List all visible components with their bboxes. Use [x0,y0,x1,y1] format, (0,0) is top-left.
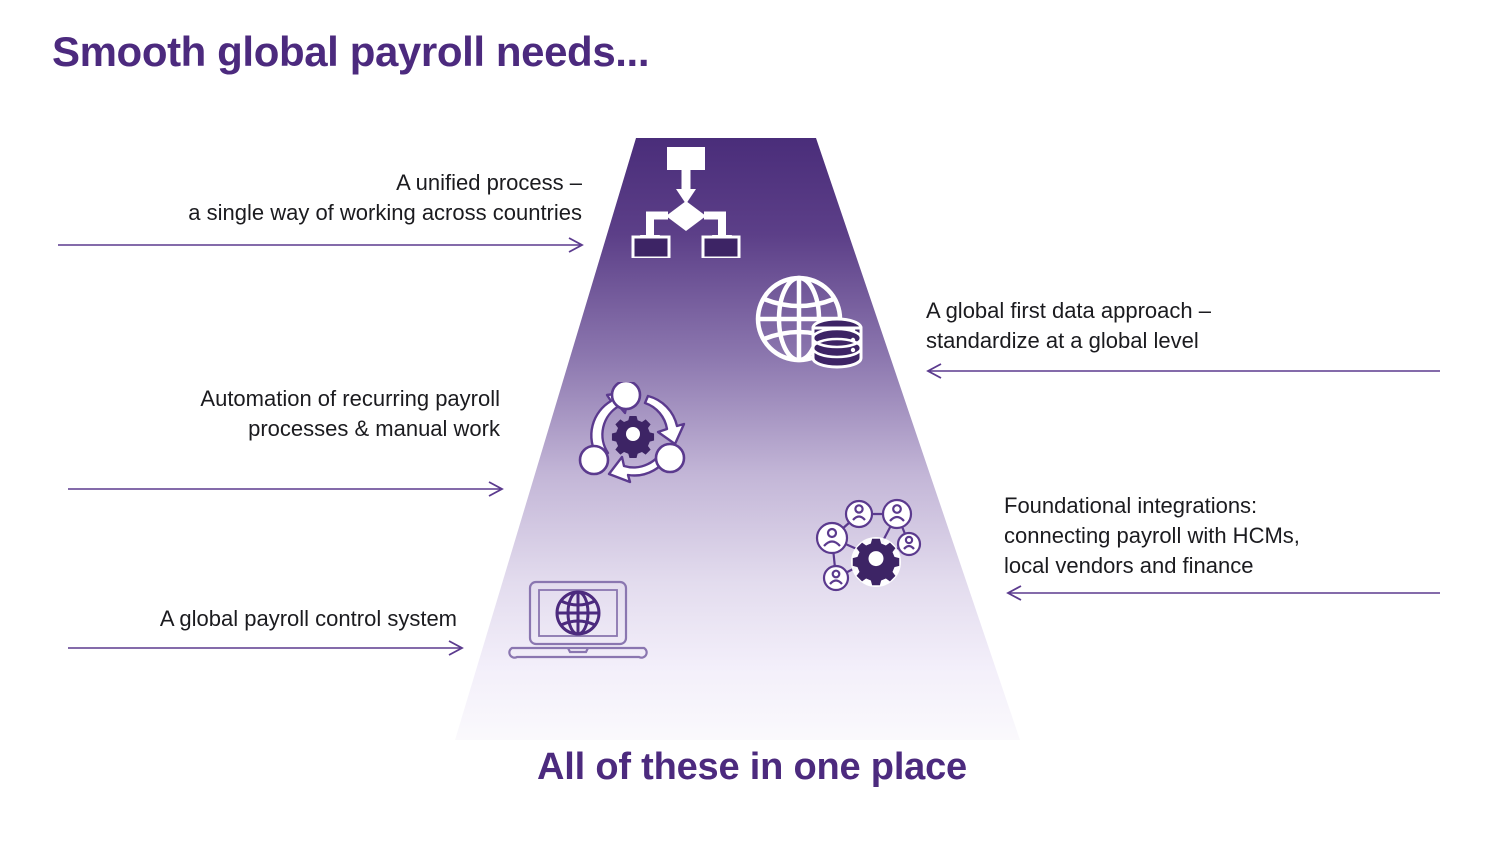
callout-line: local vendors and finance [1004,553,1254,578]
callout-line: Foundational integrations: [1004,493,1258,518]
callout-control-system: A global payroll control system [0,604,457,634]
arrow-unified-process [58,237,584,253]
page-title: Smooth global payroll needs... [52,28,650,75]
callout-line: A global first data approach – [926,298,1211,323]
callout-line: a single way of working across countries [188,200,582,225]
flowchart-icon [630,143,742,260]
globe-database-icon [755,275,865,375]
callout-line: connecting payroll with HCMs, [1004,523,1300,548]
callout-line: standardize at a global level [926,328,1199,353]
network-people-gear-icon [812,496,924,601]
arrow-automation [68,481,504,497]
callout-unified-process: A unified process – a single way of work… [0,168,582,228]
bottom-caption: All of these in one place [537,746,967,788]
callout-integrations: Foundational integrations: connecting pa… [1004,491,1464,581]
arrow-global-data [926,363,1440,379]
laptop-globe-icon [508,580,648,665]
callout-line: Automation of recurring payroll [200,386,500,411]
automation-cycle-gear-icon [578,379,690,487]
arrow-integrations [1006,585,1440,601]
callout-line: A global payroll control system [159,606,457,631]
callout-automation: Automation of recurring payroll processe… [0,384,500,444]
arrow-control-system [68,640,464,656]
callout-line: processes & manual work [248,416,500,441]
callout-line: A unified process – [396,170,582,195]
callout-global-data: A global first data approach – standardi… [926,296,1466,356]
